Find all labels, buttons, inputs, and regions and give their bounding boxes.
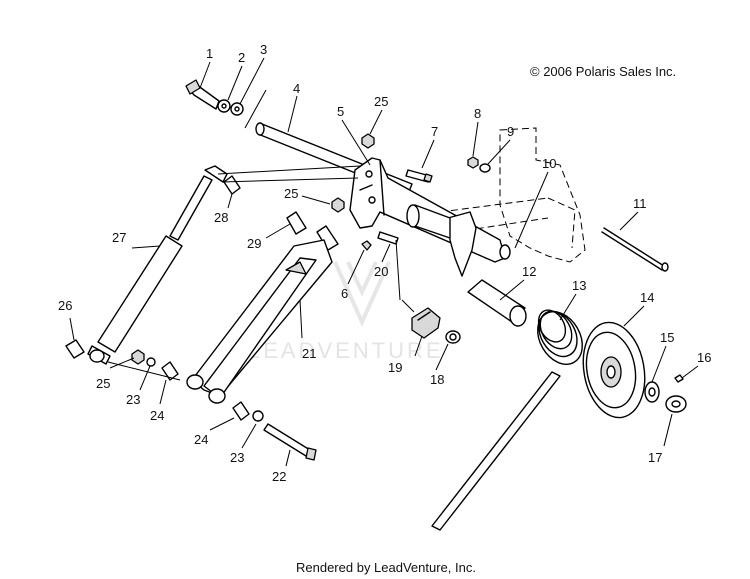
callout-28: 28	[214, 210, 228, 225]
part-2-washer	[217, 99, 231, 113]
callout-8: 8	[474, 106, 481, 121]
callout-5: 5	[337, 104, 344, 119]
callout-6: 6	[341, 286, 348, 301]
callout-20: 20	[374, 264, 388, 279]
callout-25-mid: 25	[284, 186, 298, 201]
callout-21: 21	[302, 346, 316, 361]
callout-10: 10	[542, 156, 556, 171]
leader-lines	[69, 57, 699, 467]
part-8-nut	[467, 156, 479, 169]
copyright-text: © 2006 Polaris Sales Inc.	[530, 64, 676, 79]
watermark: LEADVENTURE	[248, 261, 444, 363]
callout-3: 3	[260, 42, 267, 57]
callout-23-lower: 23	[230, 450, 244, 465]
part-13-spring	[431, 309, 583, 531]
callout-4: 4	[293, 81, 300, 96]
callout-7: 7	[431, 124, 438, 139]
part-23-washer-upper	[146, 357, 156, 367]
callout-12: 12	[522, 264, 536, 279]
part-24-bushing-upper	[161, 361, 179, 381]
part-15-washer	[644, 381, 660, 403]
part-19-clip	[411, 307, 441, 339]
part-18-ring	[445, 330, 461, 344]
callout-16: 16	[697, 350, 711, 365]
callout-9: 9	[507, 124, 514, 139]
callout-25-top: 25	[374, 94, 388, 109]
part-20-pin	[377, 231, 399, 245]
callout-11: 11	[633, 196, 647, 211]
callout-24-lower: 24	[194, 432, 208, 447]
part-6-grease-fitting	[361, 240, 372, 251]
callout-2: 2	[238, 50, 245, 65]
part-14-pulley	[582, 321, 646, 419]
callout-labels: 1 2 3 4 5 25 7 8 9 10 11 25 28 27 29 6 2…	[58, 42, 711, 484]
part-17-bushing	[665, 395, 687, 413]
callout-1: 1	[206, 46, 213, 61]
part-1-bolt	[185, 79, 220, 110]
part-25-nut-mid	[331, 197, 345, 213]
callout-25-lower: 25	[96, 376, 110, 391]
part-9-washer	[479, 163, 491, 173]
part-16-clip	[674, 374, 684, 383]
callout-24-upper: 24	[150, 408, 164, 423]
part-7-bolt	[405, 169, 433, 183]
part-25-nut-top	[361, 133, 375, 149]
part-29-bushing	[286, 211, 307, 235]
part-3-washer	[230, 102, 244, 116]
part-25-nut-lower	[131, 349, 145, 365]
footer-text: Rendered by LeadVenture, Inc.	[296, 560, 476, 575]
callout-29: 29	[247, 236, 261, 251]
callout-22: 22	[272, 469, 286, 484]
part-21-lower-arm	[186, 239, 333, 404]
part-23-washer-lower	[252, 410, 264, 422]
callout-26: 26	[58, 298, 72, 313]
part-11-rod	[601, 227, 669, 272]
callout-13: 13	[572, 278, 586, 293]
part-26-bushing	[65, 339, 85, 359]
callout-19: 19	[388, 360, 402, 375]
part-27-shock-absorber	[87, 165, 228, 365]
callout-18: 18	[430, 372, 444, 387]
part-12-sleeve	[467, 279, 527, 327]
callout-27: 27	[112, 230, 126, 245]
part-28-bushing	[223, 175, 241, 195]
callout-15: 15	[660, 330, 674, 345]
callout-23-upper: 23	[126, 392, 140, 407]
callout-17: 17	[648, 450, 662, 465]
callout-14: 14	[640, 290, 654, 305]
part-5-arm-body	[349, 157, 511, 277]
watermark-text: LEADVENTURE	[248, 338, 444, 363]
part-24-bushing-lower	[232, 401, 250, 421]
part-22-bolt	[263, 423, 317, 461]
